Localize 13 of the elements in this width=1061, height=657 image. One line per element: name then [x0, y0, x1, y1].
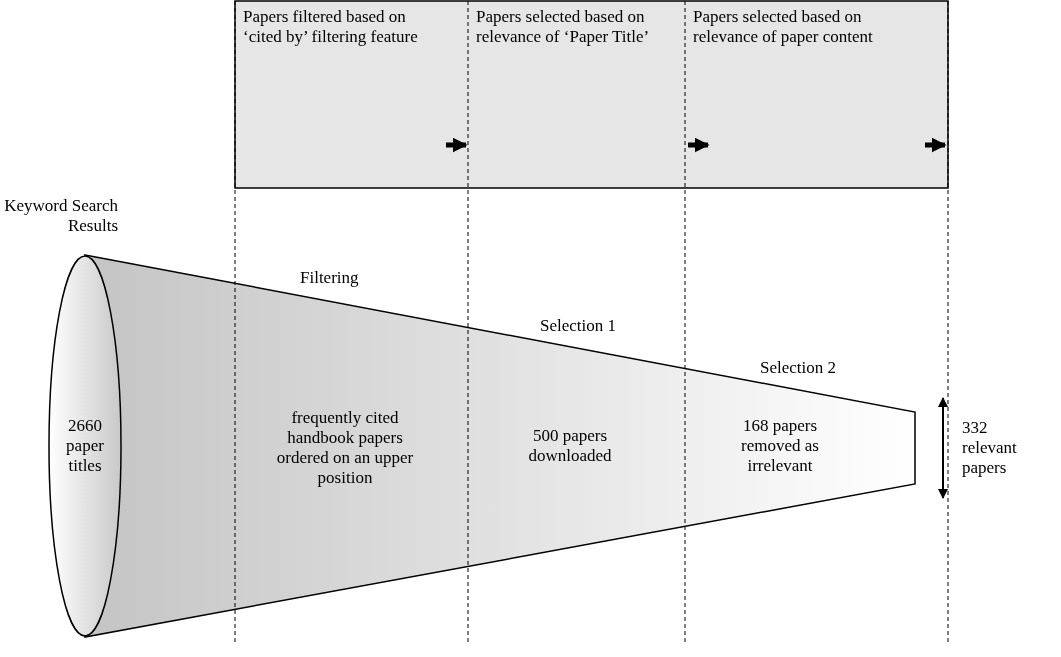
- ellipse-node: [48, 255, 122, 637]
- funnel-text: 500 papers downloaded: [527, 426, 613, 466]
- panel-text: Papers selected based on relevance of paper content: [693, 7, 874, 47]
- stage-label: Filtering: [300, 268, 360, 288]
- stage-label: Keyword Search Results: [3, 196, 118, 236]
- stage-label: Selection 1: [540, 316, 617, 336]
- count-label: 332 relevant papers: [962, 418, 1018, 478]
- node-text: 2660 paper titles: [65, 416, 105, 476]
- funnel-text: 168 papers removed as irrelevant: [740, 416, 820, 476]
- panel-text: Papers selected based on relevance of ‘Paper Title’: [476, 7, 651, 47]
- stage-label: Selection 2: [760, 358, 837, 378]
- funnel-text: frequently cited handbook papers ordered on an upper position: [275, 408, 415, 488]
- panel-text: Papers filtered based on ‘cited by’ filtering feature: [243, 7, 419, 47]
